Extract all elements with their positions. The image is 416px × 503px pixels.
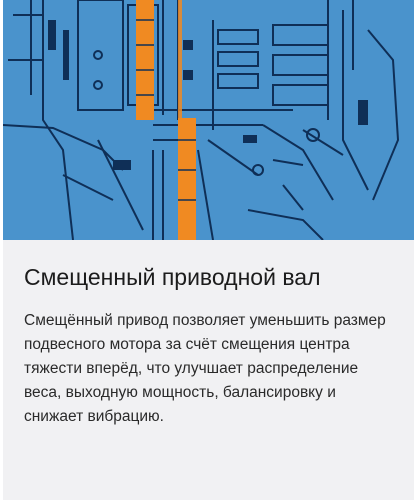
feature-card: Смещенный приводной вал Смещённый привод… — [3, 0, 414, 500]
card-title: Смещенный приводной вал — [24, 264, 321, 290]
card-description: Смещённый привод позволяет уменьшить раз… — [24, 312, 386, 425]
engine-cutaway-illustration — [3, 0, 414, 240]
